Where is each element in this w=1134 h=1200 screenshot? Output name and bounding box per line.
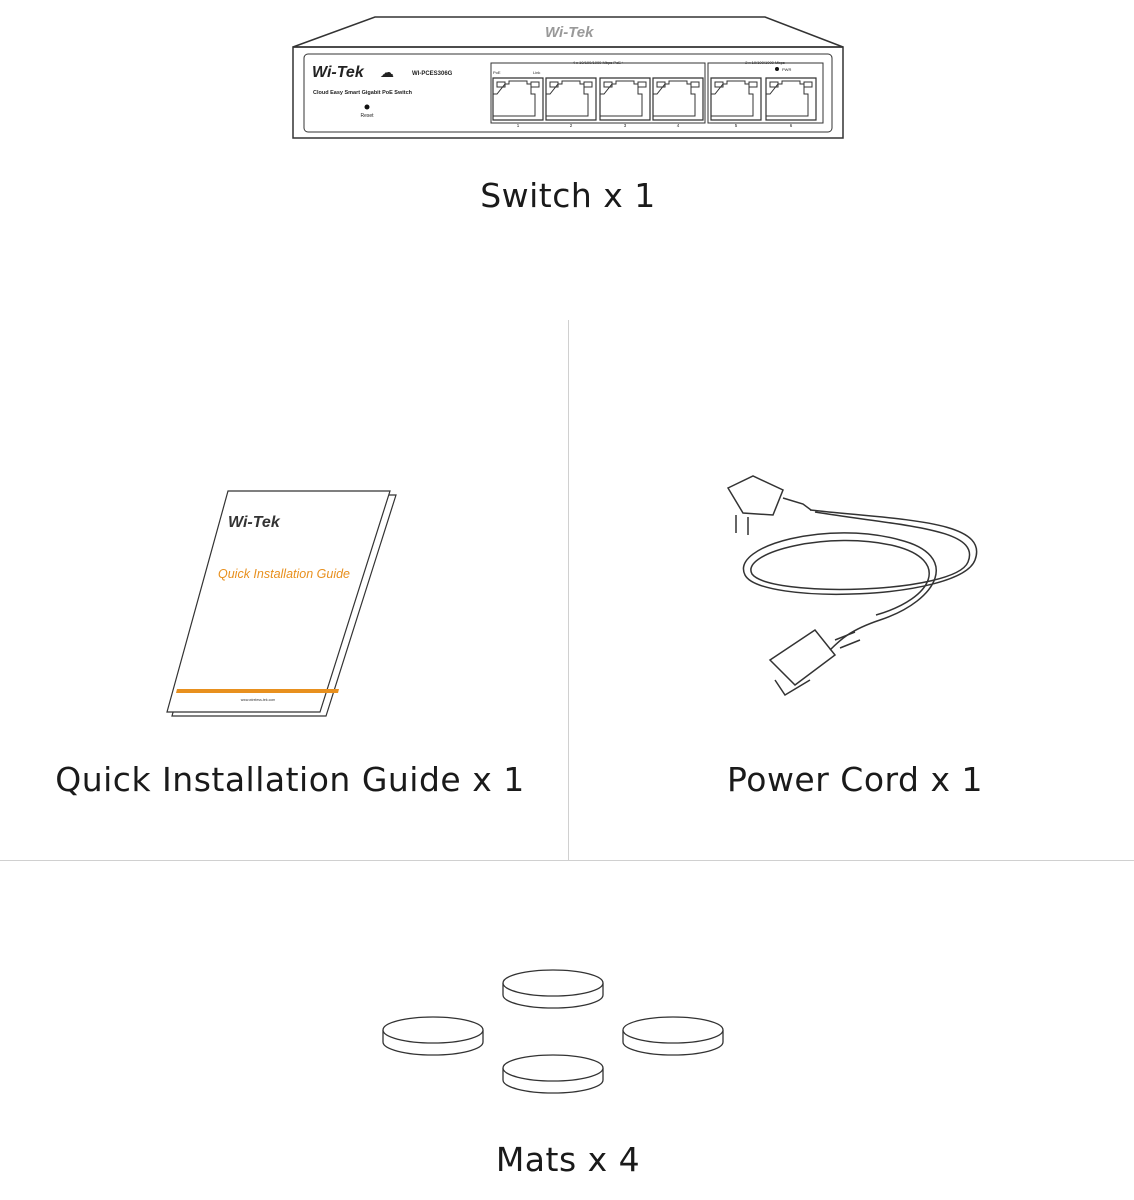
- switch-description: Cloud Easy Smart Gigabit PoE Switch: [313, 90, 413, 96]
- mat-1: [502, 969, 604, 1009]
- mat-4: [502, 1054, 604, 1094]
- ethernet-port-4: 4: [652, 77, 704, 128]
- cloud-icon: ☁: [380, 64, 394, 80]
- port-number: 4: [677, 123, 680, 128]
- port-number: 3: [624, 123, 627, 128]
- reset-button: [364, 104, 370, 110]
- switch-top-logo: Wi-Tek: [545, 24, 594, 41]
- ethernet-port-5: 5: [710, 77, 762, 128]
- port-number: 5: [735, 123, 738, 128]
- guide-url: www.wireless-tek.com: [241, 698, 276, 702]
- port-number: 2: [570, 123, 573, 128]
- power-cord-caption: Power Cord x 1: [727, 760, 983, 799]
- switch-model: WI-PCES306G: [412, 71, 453, 77]
- guide-logo: Wi-Tek: [228, 514, 281, 531]
- ethernet-port-6: 6: [765, 77, 817, 128]
- mats-illustration: [382, 969, 724, 1094]
- guide-caption: Quick Installation Guide x 1: [55, 760, 525, 799]
- pwr-led: [775, 67, 779, 71]
- ethernet-port-3: 3: [599, 77, 651, 128]
- horizontal-divider: [0, 860, 1134, 861]
- guide-orange-stripe: [176, 689, 339, 693]
- vertical-divider: [568, 320, 569, 860]
- switch-illustration: Wi-Tek Wi-Tek ☁ WI-PCES306G Cloud Easy S…: [292, 16, 844, 139]
- link-led-label: Link: [533, 70, 540, 75]
- quick-guide-illustration: Wi-Tek Quick Installation Guide www.wire…: [166, 490, 397, 717]
- mat-3: [622, 1016, 724, 1056]
- ethernet-port-2: 2: [545, 77, 597, 128]
- port-number: 1: [517, 123, 520, 128]
- port-number: 6: [790, 123, 793, 128]
- reset-label: Reset: [360, 113, 374, 119]
- poe-group-label: 4 x 10/100/1000 Mbps PoE+: [573, 60, 624, 65]
- switch-front-logo: Wi-Tek: [312, 64, 365, 81]
- uplink-group-label: 2 x 10/100/1000 Mbps: [745, 60, 785, 65]
- pwr-led-label: PWR: [782, 67, 791, 72]
- guide-title: Quick Installation Guide: [218, 567, 350, 581]
- mats-caption: Mats x 4: [495, 1140, 641, 1179]
- switch-caption: Switch x 1: [480, 176, 656, 215]
- power-cord-illustration: [726, 475, 978, 697]
- ethernet-port-1: 1: [492, 77, 544, 128]
- poe-led-label: PoE: [493, 70, 501, 75]
- mat-2: [382, 1016, 484, 1056]
